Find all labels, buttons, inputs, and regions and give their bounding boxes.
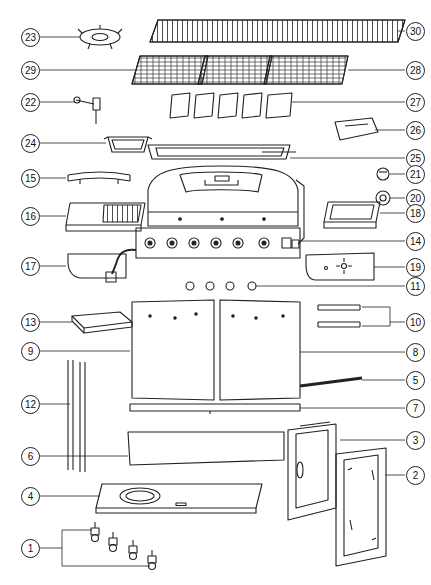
callout-number: 2 [406,466,425,485]
callout-number: 17 [21,257,40,276]
callout-number: 10 [406,313,425,332]
callout-number: 12 [21,395,40,414]
callout-number: 24 [21,134,40,153]
callout-number: 18 [406,204,425,223]
callout-number: 5 [406,371,425,390]
callout-number: 6 [21,447,40,466]
callout-number: 8 [406,343,425,362]
callout-number: 3 [406,431,425,450]
callout-number: 9 [21,342,40,361]
callout-number: 30 [406,22,425,41]
callout-number: 1 [21,539,40,558]
callout-number: 26 [406,121,425,140]
callout-number: 28 [406,61,425,80]
callout-number: 16 [21,207,40,226]
callout-number: 19 [406,258,425,277]
callout-number: 15 [21,169,40,188]
callout-number: 13 [21,313,40,332]
callout-number: 27 [406,93,425,112]
callout-number: 11 [406,277,425,296]
callout-number: 14 [406,232,425,251]
callout-number: 21 [406,165,425,184]
callout-number: 22 [21,93,40,112]
callout-number: 29 [21,61,40,80]
callout-number: 7 [406,399,425,418]
callout-number: 23 [21,28,40,47]
callout-number: 4 [21,487,40,506]
